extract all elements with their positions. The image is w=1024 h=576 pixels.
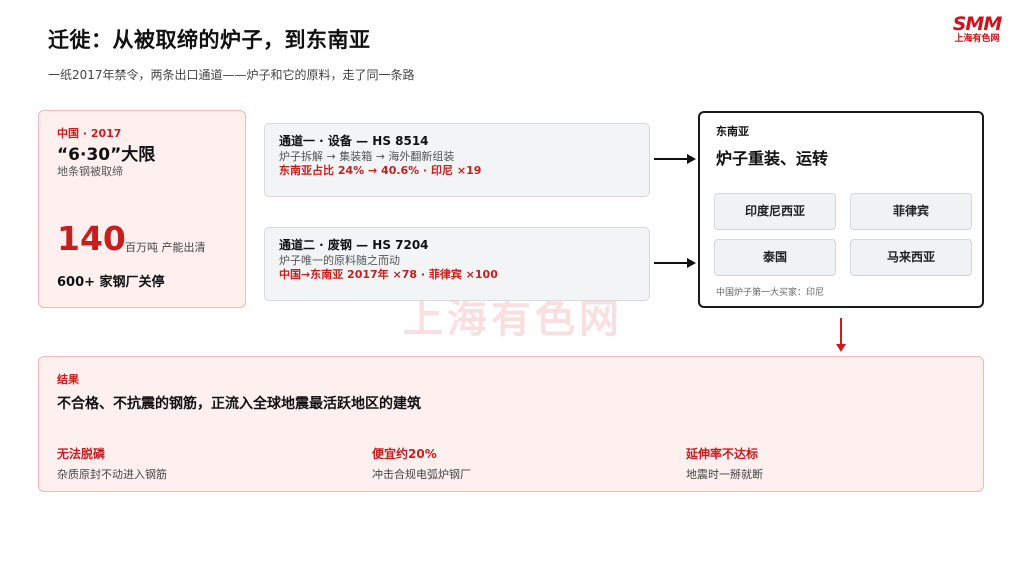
arrow-right-icon: [654, 154, 696, 164]
impact-item: 便宜约20% 冲击合规电弧炉钢厂: [372, 445, 471, 482]
sea-headline: 炉子重装、运转: [716, 149, 829, 168]
impact-desc: 地震时一掰就断: [686, 468, 763, 481]
channel-title: 通道一 · 设备 — HS 8514: [279, 134, 429, 148]
arrow-down-icon: [836, 318, 846, 352]
country-indonesia: 印度尼西亚: [714, 193, 836, 230]
smm-logo: SMM 上海有色网: [948, 14, 1006, 45]
sea-note: 中国炉子第一大买家：印尼: [716, 288, 825, 298]
capacity-unit: 百万吨 产能出清: [125, 241, 206, 254]
capacity-value: 140: [57, 219, 126, 258]
arrow-right-icon: [654, 258, 696, 268]
result-box: 结果 不合格、不抗震的钢筋，正流入全球地震最活跃地区的建筑 无法脱磷 杂质原封不…: [38, 356, 984, 492]
channel-desc: 炉子唯一的原料随之而动: [279, 254, 400, 267]
channel-stat: 中国→东南亚 2017年 ×78 · 菲律宾 ×100: [279, 268, 498, 281]
impact-desc: 冲击合规电弧炉钢厂: [372, 468, 471, 481]
result-tag: 结果: [57, 373, 79, 386]
impact-title: 延伸率不达标: [686, 447, 759, 461]
impact-desc: 杂质原封不动进入钢筋: [57, 468, 167, 481]
logo-text: 上海有色网: [954, 34, 1000, 44]
impact-item: 无法脱磷 杂质原封不动进入钢筋: [57, 445, 167, 482]
channel-scrap: 通道二 · 废钢 — HS 7204 炉子唯一的原料随之而动 中国→东南亚 20…: [264, 227, 650, 301]
china-2017-box: 中国 · 2017 “6·30”大限 地条钢被取缔 140 百万吨 产能出清 6…: [38, 110, 246, 308]
sea-tag: 东南亚: [716, 125, 749, 138]
impact-title: 便宜约20%: [372, 447, 437, 461]
impact-item: 延伸率不达标 地震时一掰就断: [686, 445, 763, 482]
channel-equipment: 通道一 · 设备 — HS 8514 炉子拆解 → 集装箱 → 海外翻新组装 东…: [264, 123, 650, 197]
watermark-text: 上海有色网: [403, 296, 623, 342]
channel-stat: 东南亚占比 24% → 40.6% · 印尼 ×19: [279, 164, 482, 177]
impact-title: 无法脱磷: [57, 447, 106, 461]
china-sub: 地条钢被取缔: [57, 165, 123, 178]
southeast-asia-box: 东南亚 炉子重装、运转 印度尼西亚 菲律宾 泰国 马来西亚 中国炉子第一大买家：…: [698, 111, 984, 308]
country-philippines: 菲律宾: [850, 193, 972, 230]
channel-desc: 炉子拆解 → 集装箱 → 海外翻新组装: [279, 150, 455, 163]
page-title: 迁徙：从被取缔的炉子，到东南亚: [48, 28, 371, 52]
mills-closed: 600+ 家钢厂关停: [57, 275, 165, 290]
china-headline: “6·30”大限: [57, 145, 156, 165]
channel-title: 通道二 · 废钢 — HS 7204: [279, 238, 429, 252]
country-thailand: 泰国: [714, 239, 836, 276]
country-malaysia: 马来西亚: [850, 239, 972, 276]
logo-mark: SMM: [952, 13, 1003, 35]
page-subtitle: 一纸2017年禁令，两条出口通道——炉子和它的原料，走了同一条路: [48, 68, 415, 82]
china-tag: 中国 · 2017: [57, 127, 122, 140]
result-headline: 不合格、不抗震的钢筋，正流入全球地震最活跃地区的建筑: [57, 396, 421, 412]
